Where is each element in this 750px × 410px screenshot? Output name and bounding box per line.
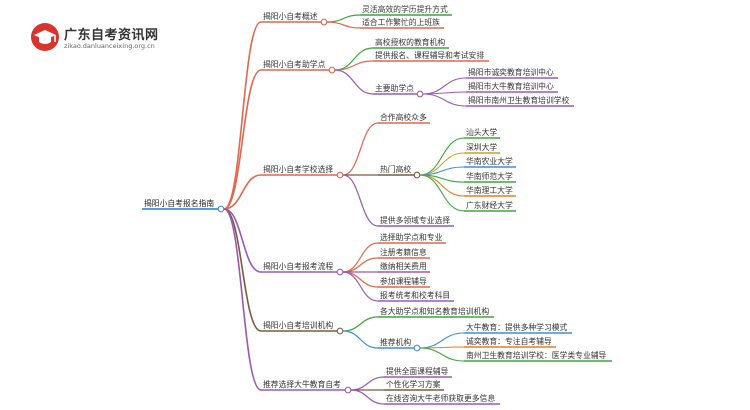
graduation-cap-icon [30, 22, 60, 52]
branch-3-item-3[interactable]: 参加课程辅导 [380, 276, 427, 286]
branch-1-item-2-toggle[interactable] [416, 90, 424, 98]
connector-line [334, 47, 374, 71]
branch-0-item-1[interactable]: 适合工作繁忙的上班族 [362, 17, 440, 27]
connector-line [223, 208, 262, 391]
branch-3-toggle[interactable] [336, 268, 344, 276]
connector-line [342, 242, 379, 273]
branch-4-item-1[interactable]: 推荐机构 [380, 337, 411, 347]
branch-2-item-1-leaf-4[interactable]: 华南理工大学 [466, 185, 513, 195]
branch-5-item-1[interactable]: 个性化学习方案 [386, 379, 441, 389]
branch-0[interactable]: 揭阳小自考概述 [263, 11, 318, 21]
branch-1-toggle[interactable] [328, 66, 336, 74]
branch-0-item-0[interactable]: 灵活高效的学历提升方式 [362, 4, 448, 14]
branch-2-item-2[interactable]: 提供多领域专业选择 [380, 215, 450, 225]
branch-4-item-1-leaf-2[interactable]: 南州卫生教育培训学校：医学类专业辅导 [466, 350, 607, 360]
connector-line [223, 174, 262, 210]
connector-line [419, 174, 465, 212]
branch-4-item-1-leaf-0[interactable]: 大牛教育：提供多种学习模式 [466, 322, 568, 332]
connector-line [342, 316, 379, 332]
connector-line [326, 21, 361, 29]
connector-line [223, 69, 262, 210]
branch-1-item-2-leaf-1[interactable]: 揭阳市大牛教育培训中心 [468, 81, 554, 91]
root-node[interactable]: 揭阳小自考报名指南 [144, 198, 214, 208]
connector-line [334, 69, 374, 95]
connector-line [350, 376, 385, 391]
branch-4-toggle[interactable] [336, 327, 344, 335]
connector-line [419, 347, 465, 362]
connector-line [342, 330, 379, 349]
connector-line [223, 21, 262, 210]
branch-5-toggle[interactable] [344, 386, 352, 394]
connector-line [419, 332, 465, 349]
branch-1-item-2-leaf-0[interactable]: 揭阳市诚奕教育培训中心 [468, 67, 554, 77]
connector-line [334, 60, 374, 71]
branch-4[interactable]: 揭阳小自考培训机构 [263, 320, 333, 330]
branch-3[interactable]: 揭阳小自考报考流程 [263, 261, 333, 271]
branch-2[interactable]: 揭阳小自考学校选择 [263, 164, 333, 174]
branch-3-item-4[interactable]: 报考统考和校考科目 [380, 290, 450, 300]
branch-5-item-0[interactable]: 提供全面课程辅导 [386, 366, 449, 376]
branch-2-item-1-leaf-0[interactable]: 汕头大学 [466, 127, 497, 137]
branch-2-item-1-leaf-5[interactable]: 广东财经大学 [466, 200, 513, 210]
branch-2-item-1-leaf-3[interactable]: 华南师范大学 [466, 171, 513, 181]
root-toggle[interactable] [217, 205, 225, 213]
branch-4-item-1-leaf-1[interactable]: 诚奕教育：专注自考辅导 [466, 336, 552, 346]
branch-3-item-0[interactable]: 选择助学点和专业 [380, 232, 443, 242]
connector-line [342, 271, 379, 288]
connector-line [326, 14, 361, 23]
branch-5-item-2[interactable]: 在线咨询大牛老师获取更多信息 [386, 393, 495, 403]
branch-2-item-1-leaf-1[interactable]: 深圳大学 [466, 142, 497, 152]
branch-2-item-0[interactable]: 合作高校众多 [380, 112, 427, 122]
branch-0-toggle[interactable] [320, 18, 328, 26]
branch-2-item-1[interactable]: 热门高校 [380, 164, 411, 174]
connector-line [342, 174, 379, 227]
brand-title: 广东自考资讯网 [64, 28, 159, 43]
branch-1-item-2[interactable]: 主要助学点 [375, 83, 414, 93]
connector-line [350, 389, 385, 405]
branch-4-item-1-toggle[interactable] [413, 344, 421, 352]
branch-4-item-0[interactable]: 各大助学点和知名教育培训机构 [380, 306, 489, 316]
branch-1-item-0[interactable]: 高校授权的教育机构 [375, 37, 445, 47]
brand-logo: 广东自考资讯网 zikao.danluanceixing.org.cn [30, 22, 180, 56]
branch-3-item-1[interactable]: 注册考籍信息 [380, 247, 427, 257]
branch-5[interactable]: 推荐选择大牛教育自考 [263, 379, 341, 389]
connector-line [419, 137, 465, 176]
connector-line [342, 257, 379, 273]
branch-2-item-1-leaf-2[interactable]: 华南农业大学 [466, 156, 513, 166]
branch-1-item-1[interactable]: 提供报名、课程辅导和考试安排 [375, 50, 484, 60]
connector-line [422, 93, 467, 107]
branch-1[interactable]: 揭阳小自考助学点 [263, 59, 326, 69]
brand-subtitle: zikao.danluanceixing.org.cn [64, 42, 155, 50]
branch-3-item-2[interactable]: 缴纳相关费用 [380, 261, 427, 271]
connector-line [342, 122, 379, 176]
connector-line [342, 271, 379, 302]
branch-2-toggle[interactable] [336, 171, 344, 179]
branch-2-item-1-toggle[interactable] [413, 171, 421, 179]
branch-1-item-2-leaf-2[interactable]: 揭阳市南州卫生教育培训学校 [468, 95, 570, 105]
connector-line [223, 208, 262, 273]
